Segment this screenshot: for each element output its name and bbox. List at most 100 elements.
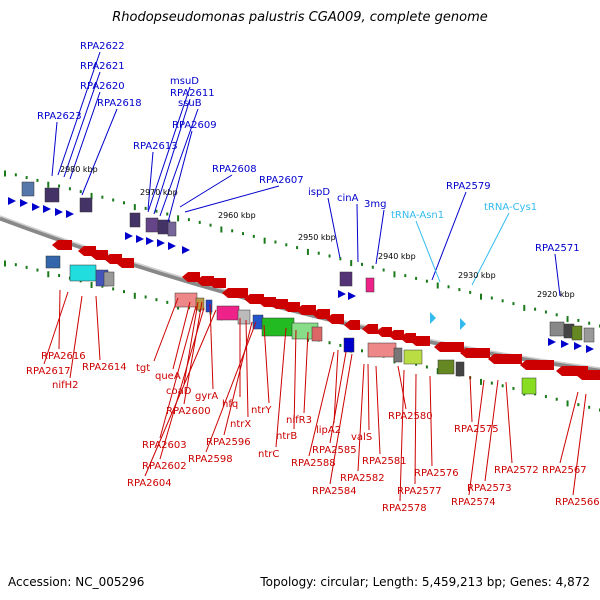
forward-label-line <box>153 98 191 215</box>
gene-block <box>69 264 97 282</box>
forward-gene-arrow <box>66 210 74 218</box>
reverse-gene-arrow <box>116 258 134 268</box>
tick-mark <box>25 265 28 269</box>
reverse-gene-arrow <box>52 240 72 250</box>
reverse-label-line <box>429 375 433 467</box>
reverse-gene-label: ntrC <box>258 449 279 460</box>
reverse-gene-arrow <box>78 246 96 256</box>
tick-mark <box>458 288 461 292</box>
reverse-gene-arrow <box>376 327 392 337</box>
forward-gene-label: RPA2620 <box>80 81 125 92</box>
gene-block <box>44 187 60 203</box>
tick-mark <box>112 198 115 202</box>
gene-block <box>237 309 251 325</box>
reverse-label-line <box>559 391 579 464</box>
forward-label-line <box>167 130 193 223</box>
forward-gene-arrow <box>43 205 51 213</box>
forward-gene-label: RPA2579 <box>446 181 491 192</box>
forward-gene-arrow <box>125 232 133 240</box>
tick-mark <box>112 287 115 291</box>
tick-mark <box>577 318 580 322</box>
reverse-gene-label: RPA2577 <box>397 486 442 497</box>
tick-mark <box>588 321 591 325</box>
tick-mark <box>263 237 266 244</box>
tick-mark <box>231 229 234 233</box>
gene-block <box>365 277 375 293</box>
tick-mark <box>436 282 439 289</box>
kbp-label: 2920 kbp <box>537 290 575 299</box>
tick-mark <box>501 384 504 388</box>
gene-block <box>216 305 240 321</box>
accession-text: Accession: NC_005296 <box>8 575 145 589</box>
tick-mark <box>361 262 363 266</box>
tick-mark <box>155 209 158 213</box>
reverse-gene-arrow <box>576 370 600 380</box>
reverse-label-line <box>367 363 370 431</box>
tick-mark <box>404 274 407 278</box>
gene-block <box>45 255 61 269</box>
tick-mark <box>14 173 17 177</box>
gene-block <box>174 292 198 308</box>
kbp-label: 2980 kbp <box>60 165 98 174</box>
forward-label-line <box>375 209 385 265</box>
forward-label-line <box>147 86 191 213</box>
reverse-gene-label: RPA2573 <box>467 483 512 494</box>
reverse-gene-label: RPA2585 <box>312 445 357 456</box>
reverse-gene-label: RPA2574 <box>451 497 496 508</box>
tick-mark <box>252 234 255 238</box>
reverse-gene-label: nifH2 <box>52 380 79 391</box>
reverse-label-line <box>209 303 214 390</box>
tick-mark <box>350 260 353 267</box>
forward-label-line <box>554 253 561 297</box>
tick-mark <box>480 293 482 300</box>
reverse-gene-label: RPA2576 <box>414 468 459 479</box>
reverse-label-line <box>172 301 191 370</box>
gene-block <box>339 271 353 287</box>
reverse-label-line <box>484 379 499 482</box>
forward-label-line <box>69 91 101 180</box>
tick-mark <box>187 218 190 222</box>
reverse-gene-label: RPA2572 <box>494 465 539 476</box>
tick-mark <box>544 395 547 399</box>
forward-label-line <box>159 108 199 217</box>
reverse-gene-label: RPA2604 <box>127 478 172 489</box>
forward-gene-label: RPA2622 <box>80 41 125 52</box>
reverse-label-line <box>572 393 587 496</box>
reverse-gene-arrow <box>434 342 464 352</box>
gene-block <box>167 221 177 237</box>
reverse-label-line <box>375 365 381 455</box>
label-lines <box>43 51 587 502</box>
tick-mark <box>490 296 493 300</box>
tick-mark <box>447 285 450 289</box>
forward-gene-arrow <box>55 208 63 216</box>
forward-gene-label: RPA2571 <box>535 243 580 254</box>
forward-gene-label: RPA2611 <box>170 88 215 99</box>
forward-gene-label: RPA2618 <box>97 98 142 109</box>
reverse-gene-arrow <box>90 250 108 260</box>
tick-mark <box>577 403 580 407</box>
reverse-gene-arrow <box>312 309 330 319</box>
reverse-gene-arrow <box>182 272 200 282</box>
tick-mark <box>209 223 212 227</box>
forward-gene-label: RPA2607 <box>259 175 304 186</box>
reverse-gene-label: RPA2603 <box>142 440 187 451</box>
reverse-gene-label: RPA2617 <box>26 366 71 377</box>
tick-mark <box>296 246 299 250</box>
tick-mark <box>123 290 125 294</box>
forward-gene-arrow <box>348 292 356 300</box>
reverse-gene-label: RPA2614 <box>82 362 127 373</box>
reverse-label-line <box>153 297 179 362</box>
reverse-gene-arrow <box>326 314 344 324</box>
tick-mark <box>198 308 201 312</box>
gene-block <box>79 197 93 213</box>
reverse-gene-label: RPA2566 <box>555 497 600 508</box>
forward-gene-arrow <box>574 342 582 350</box>
tick-mark <box>415 362 418 366</box>
tick-mark <box>393 271 396 278</box>
reverse-gene-label: RPA2580 <box>388 411 433 422</box>
reverse-gene-arrow <box>460 348 490 358</box>
reverse-gene-label: nifR3 <box>286 415 312 426</box>
